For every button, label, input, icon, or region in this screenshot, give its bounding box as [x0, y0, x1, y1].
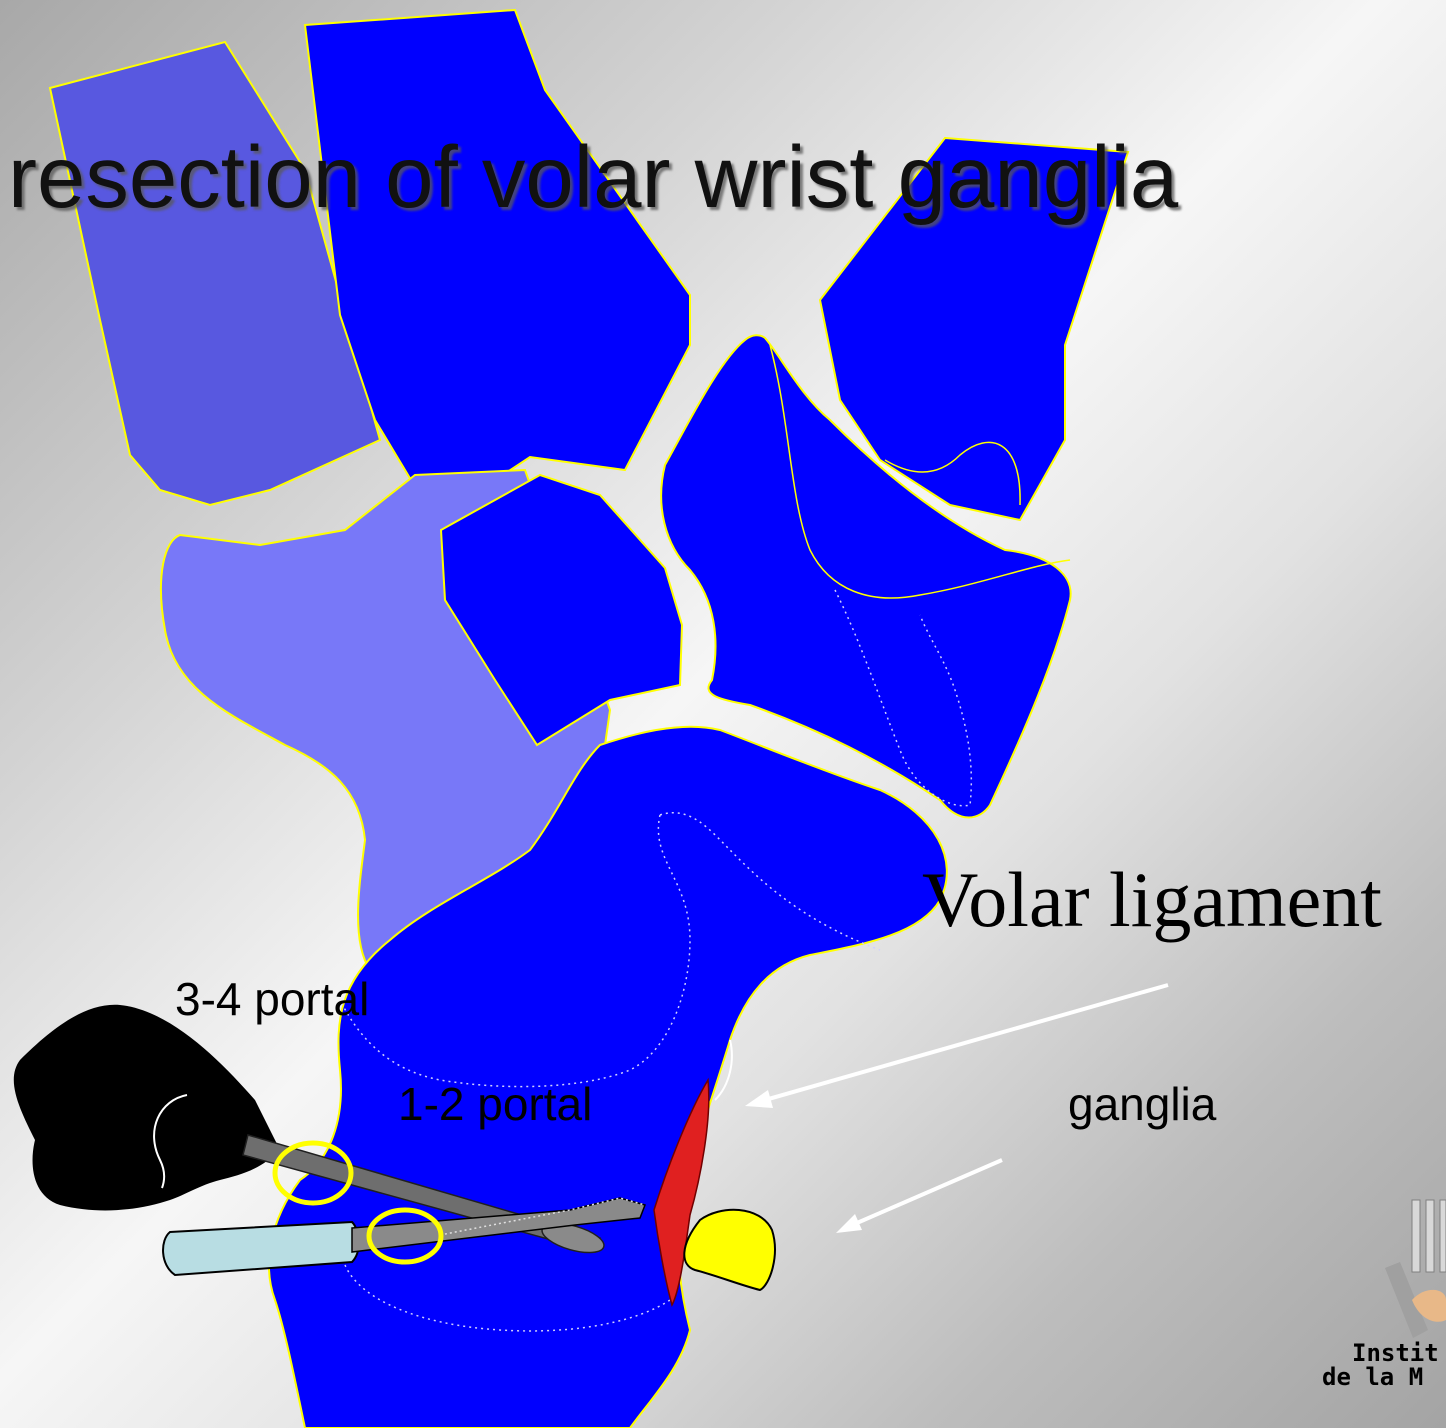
- logo-bar-1: [1412, 1200, 1420, 1272]
- page-title: resection of volar wrist ganglia: [8, 128, 1178, 228]
- label-ganglia: ganglia: [1068, 1077, 1216, 1131]
- label-volar-ligament: Volar ligament: [922, 855, 1382, 945]
- logo-bar-2: [1426, 1200, 1434, 1272]
- ganglia-arrow: [850, 1160, 1002, 1226]
- ganglion-shape: [684, 1210, 775, 1290]
- volar-ligament-arrowhead: [745, 1090, 773, 1108]
- ganglia-arrowhead: [836, 1214, 862, 1233]
- logo-text-line-2: de la M: [1322, 1364, 1423, 1390]
- label-portal-1-2: 1-2 portal: [398, 1077, 592, 1131]
- label-portal-3-4: 3-4 portal: [175, 972, 369, 1026]
- arthroscope-camera: [14, 1005, 280, 1211]
- logo-bar-3: [1440, 1200, 1446, 1272]
